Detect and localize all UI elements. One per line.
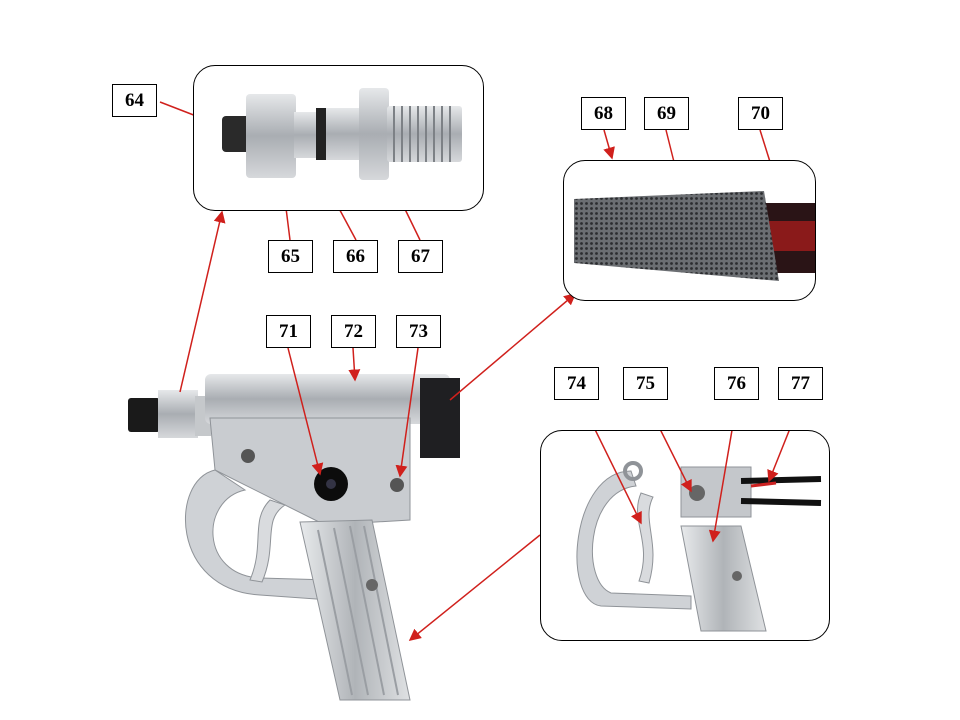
trigger-photo bbox=[576, 461, 822, 632]
trigger-detail-frame bbox=[540, 430, 830, 641]
callout-65: 65 bbox=[268, 240, 313, 273]
hose-photo bbox=[574, 191, 815, 281]
callout-64: 64 bbox=[112, 84, 157, 117]
hose-detail-frame bbox=[563, 160, 816, 301]
spray-gun-photo bbox=[128, 374, 460, 701]
callout-75: 75 bbox=[623, 367, 668, 400]
callout-68: 68 bbox=[581, 97, 626, 130]
callout-74: 74 bbox=[554, 367, 599, 400]
trigger-callout-arrows bbox=[594, 431, 790, 543]
callout-76: 76 bbox=[714, 367, 759, 400]
callout-73: 73 bbox=[396, 315, 441, 348]
callout-71: 71 bbox=[266, 315, 311, 348]
callout-66: 66 bbox=[333, 240, 378, 273]
callout-69: 69 bbox=[644, 97, 689, 130]
fitting-detail-frame bbox=[193, 65, 484, 211]
callout-72: 72 bbox=[331, 315, 376, 348]
callout-70: 70 bbox=[738, 97, 783, 130]
callout-77: 77 bbox=[778, 367, 823, 400]
callout-67: 67 bbox=[398, 240, 443, 273]
fitting-photo bbox=[222, 88, 462, 180]
